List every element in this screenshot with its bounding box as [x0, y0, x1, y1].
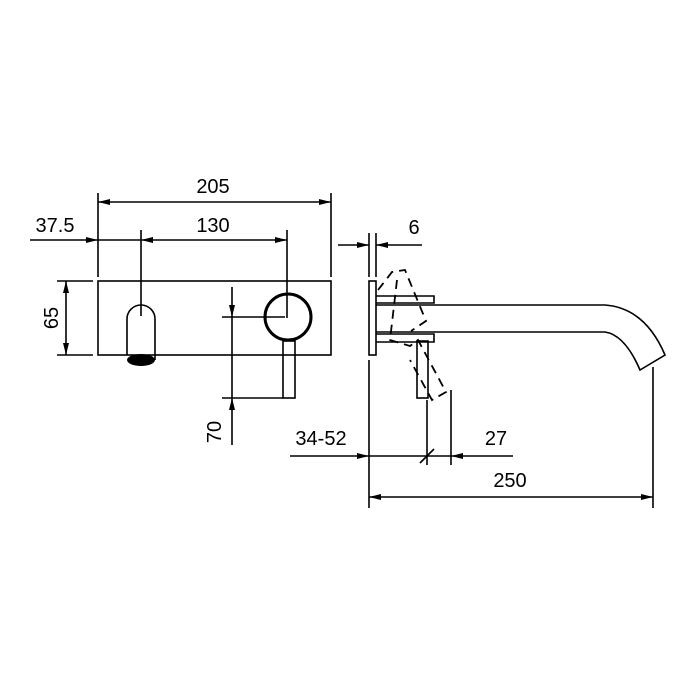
rotated-handle-outline — [377, 269, 448, 402]
dim-overall-width: 205 — [196, 176, 229, 198]
dim-plate-thickness: 6 — [408, 217, 419, 239]
front-view: 205 37.5 130 65 70 — [30, 176, 332, 445]
spout-outlet — [127, 354, 155, 366]
dim-wall-depth: 34-52 — [295, 428, 346, 450]
dim-plate-height: 65 — [41, 307, 63, 329]
side-view: 6 34-52 27 250 — [290, 217, 667, 508]
dim-handle-offset: 27 — [485, 428, 507, 450]
dim-spout-offset: 37.5 — [36, 215, 75, 237]
handle-lever — [282, 340, 296, 399]
spout-pipe — [376, 304, 667, 372]
wall-plate — [97, 280, 332, 356]
dim-handle-drop: 70 — [204, 421, 226, 443]
body-upper — [376, 295, 435, 304]
side-handle-lever — [416, 340, 429, 399]
body-lower — [376, 333, 435, 343]
dim-spout-to-handle: 130 — [196, 215, 229, 237]
dim-spout-projection: 250 — [493, 470, 526, 492]
side-wall-plate — [368, 280, 377, 356]
